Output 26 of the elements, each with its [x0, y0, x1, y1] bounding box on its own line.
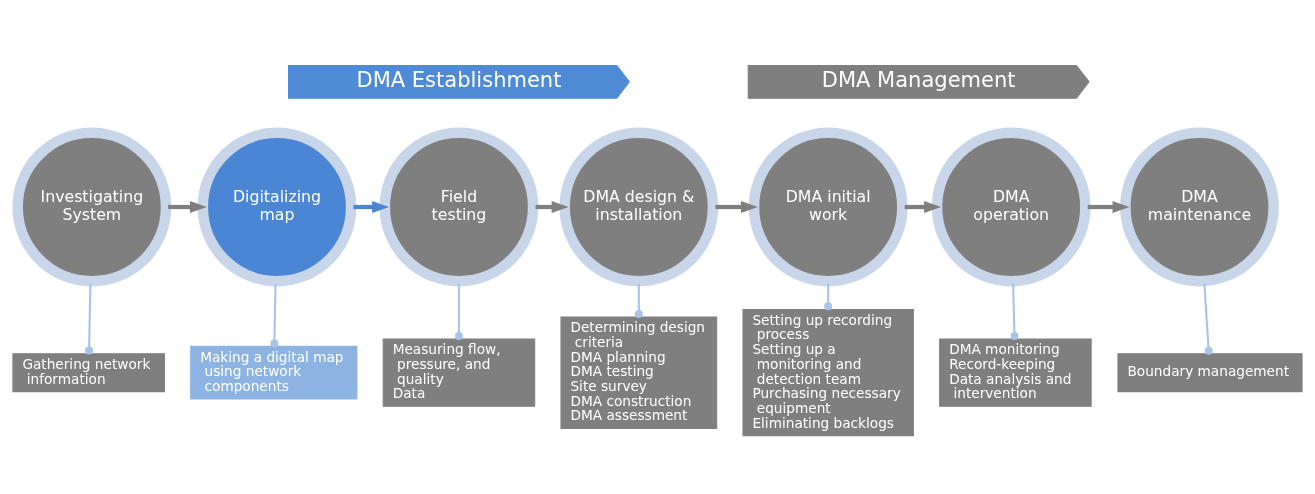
- node-circle: DMA operation: [931, 127, 1091, 286]
- node-box: Measuring flow, pressure, and quality Data: [382, 338, 536, 407]
- node-circle: Digitalizing map: [197, 127, 357, 286]
- node-circle: DMA maintenance: [1120, 127, 1279, 286]
- arrow: [1087, 200, 1130, 213]
- node-circle: Field testing: [379, 127, 539, 286]
- connector: [270, 283, 279, 347]
- connector: [85, 283, 94, 354]
- node-box: Gathering network information: [12, 352, 165, 392]
- connector: [454, 283, 463, 340]
- connector: [824, 283, 833, 310]
- node-box: Determining design criteria DMA planning DMA testing Site survey DMA construction DMA assessment: [560, 315, 718, 429]
- node-circle: Investigating System: [12, 127, 172, 286]
- connector: [1010, 283, 1019, 340]
- node-box: Boundary management: [1117, 352, 1303, 392]
- connector: [1203, 282, 1213, 355]
- connector: [634, 283, 643, 318]
- arrow: [168, 200, 207, 213]
- arrow: [904, 200, 941, 213]
- node-box: Setting up recording process Setting up a monitoring and detection team Purchasing necessary equipment Eliminating backlogs: [742, 308, 914, 436]
- node-box: Making a digital map using network components: [190, 345, 358, 399]
- node-circle: DMA initial work: [748, 127, 908, 286]
- node-box: DMA monitoring Record-keeping Data analysis and intervention: [939, 338, 1092, 407]
- node-circle: DMA design & installation: [559, 127, 719, 286]
- arrow: [715, 200, 758, 213]
- arrow: [353, 200, 390, 213]
